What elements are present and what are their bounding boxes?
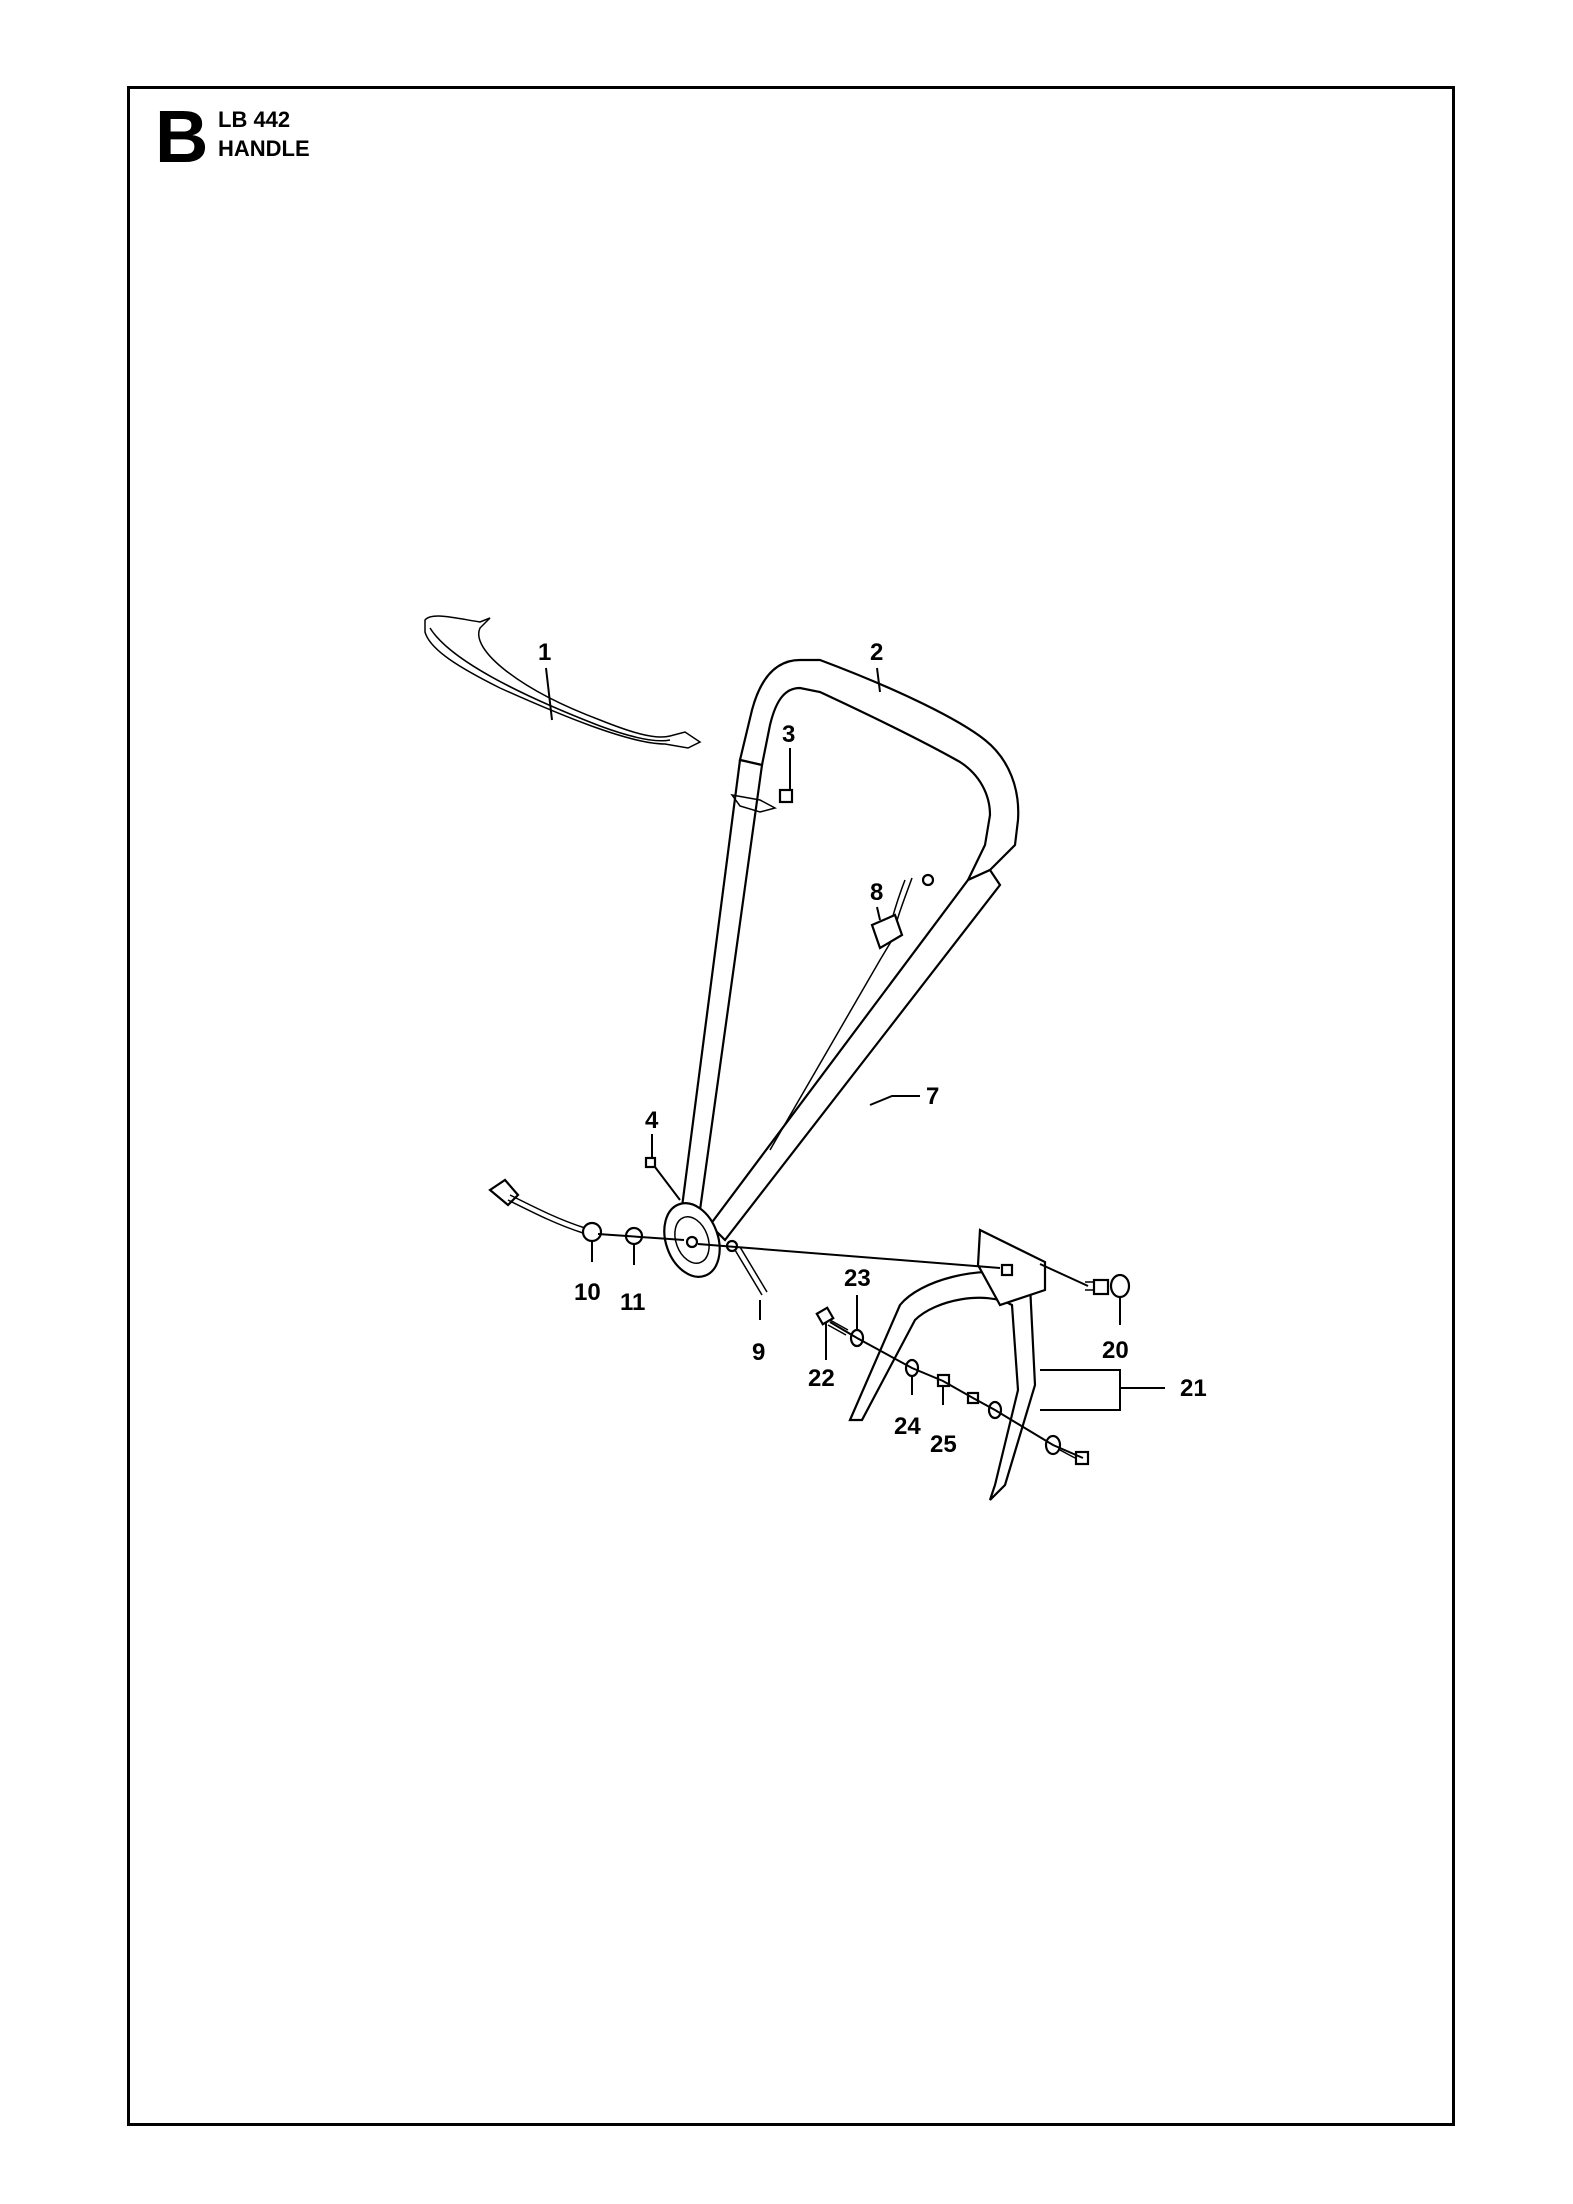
handle-hub-disc bbox=[663, 1202, 721, 1278]
part-7-lower-tube bbox=[708, 868, 1002, 1242]
left-handle-tube bbox=[680, 758, 764, 1212]
callout-11: 11 bbox=[620, 1289, 645, 1316]
callout-10: 10 bbox=[574, 1279, 601, 1306]
leader-lines bbox=[545, 667, 1165, 1459]
callout-2: 2 bbox=[870, 639, 883, 666]
part-10-throttle-grip bbox=[488, 1178, 603, 1243]
callout-24: 24 bbox=[894, 1413, 921, 1440]
callout-4: 4 bbox=[645, 1107, 659, 1134]
callout-22: 22 bbox=[808, 1365, 835, 1392]
part-8-cable-clip bbox=[769, 873, 935, 1151]
callout-25: 25 bbox=[930, 1431, 957, 1458]
part-4-screw bbox=[644, 1156, 657, 1169]
callout-1: 1 bbox=[538, 639, 551, 666]
part-21-lower-frame bbox=[848, 1228, 1047, 1501]
callout-20: 20 bbox=[1102, 1337, 1129, 1364]
part-2-upper-handle bbox=[738, 658, 1020, 883]
part-22-bolt bbox=[815, 1306, 849, 1336]
callout-8: 8 bbox=[870, 879, 883, 906]
model-name: LB 442 bbox=[218, 107, 291, 132]
callout-23: 23 bbox=[844, 1265, 871, 1292]
part-20-bolt-washer bbox=[1085, 1273, 1131, 1299]
part-9-bolt bbox=[725, 1239, 768, 1296]
callout-21: 21 bbox=[1180, 1375, 1207, 1402]
callout-labels: 1 2 3 8 7 4 10 11 9 23 20 21 22 24 25 bbox=[538, 639, 1207, 1458]
page-title: HANDLE bbox=[218, 136, 310, 161]
page-frame bbox=[127, 86, 1455, 2126]
callout-7: 7 bbox=[926, 1083, 939, 1110]
part-1-cable bbox=[424, 615, 702, 749]
callout-3: 3 bbox=[782, 721, 795, 748]
section-letter: B bbox=[155, 95, 209, 178]
callout-9: 9 bbox=[752, 1339, 765, 1366]
part-3-bracket-nut bbox=[730, 788, 794, 813]
